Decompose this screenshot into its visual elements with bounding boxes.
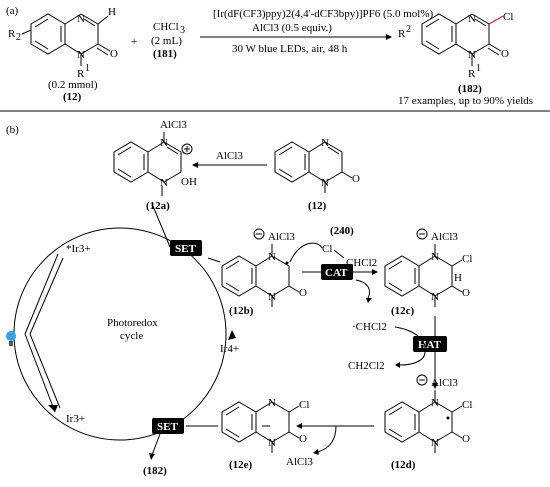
alcl3-release: AlCl3: [286, 456, 313, 468]
substrate-12: [274, 141, 353, 193]
chcl2-radical: ·CHCl2: [352, 321, 387, 333]
12e-cl: Cl: [299, 399, 309, 411]
id-12d: (12d): [391, 459, 416, 471]
id-12c: (12c): [391, 305, 415, 317]
240-chcl2: CHCl2: [346, 257, 377, 269]
reactant-r2-index: 2: [16, 32, 21, 43]
12e-o: O: [299, 433, 307, 445]
12c-n-bottom: N: [431, 291, 439, 303]
reactant-quinoxalinone: [21, 13, 111, 66]
intermediate-12a: [113, 132, 193, 183]
12e-n-bottom: N: [268, 437, 276, 449]
plus-sign: +: [131, 36, 137, 48]
blue-led-icon: [6, 331, 16, 346]
12e-n-top: N: [268, 397, 276, 409]
reactant-amount: (0.2 mmol): [48, 79, 98, 91]
catalyst-line: [Ir(dF(CF3)ppy)2(4,4'-dCF3bpy)]PF6 (5.0 …: [213, 8, 433, 20]
12b-n-top: N: [268, 251, 276, 263]
12d-n-top: N: [431, 397, 439, 409]
cat-box: [321, 264, 353, 280]
12-n-top: N: [321, 137, 329, 149]
12c-alcl3: AlCl3: [431, 231, 458, 243]
intermediate-12d: [384, 374, 463, 453]
12-o: O: [352, 173, 360, 185]
set-label-top: SET: [175, 243, 196, 255]
12b-o: O: [299, 287, 307, 299]
set-box-bottom: [152, 418, 184, 434]
ch2cl2: CH2Cl2: [348, 360, 385, 372]
product-quinoxalinone: [421, 13, 504, 66]
ir4: Ir4+: [220, 343, 239, 355]
12c-h: H: [454, 272, 462, 284]
set-box-top: [170, 240, 202, 256]
12a-n-top: N: [160, 137, 168, 149]
reagent-volume: (2 mL): [151, 35, 182, 47]
id-182: (182): [143, 465, 167, 477]
alcl3-top: AlCl3: [216, 150, 243, 162]
12d-alcl3: AlCl3: [431, 377, 458, 389]
reagent-formula: CHCl: [153, 21, 179, 33]
set-label-bottom: SET: [157, 421, 178, 433]
c-cl-bond: [488, 15, 504, 25]
cat-label: CAT: [325, 267, 348, 279]
cycle-line1: Photoredox: [107, 317, 158, 329]
reagent-id: (181): [153, 48, 177, 60]
product-cl-label: Cl: [503, 11, 513, 23]
12c-n-top: N: [431, 251, 439, 263]
reagent-formula-sub: 3: [180, 25, 185, 36]
reactant-n-bottom: N: [77, 49, 85, 61]
240-cl: Cl: [322, 243, 332, 255]
id-240: (240): [330, 225, 354, 237]
cycle-line2: cycle: [120, 330, 143, 342]
panel-b-label: (b): [6, 124, 19, 136]
12b-n-bottom: N: [268, 291, 276, 303]
12c-o: O: [462, 287, 470, 299]
12a-n-bottom: N: [160, 177, 168, 189]
panel-a-label: (a): [6, 5, 19, 17]
12d-n-bottom: N: [431, 437, 439, 449]
12d-cl: Cl: [462, 399, 472, 411]
curved-arrow: [289, 242, 323, 263]
product-r1-index: 1: [476, 63, 481, 74]
12b-alcl3: AlCl3: [268, 231, 295, 243]
product-r1-label: R: [468, 68, 476, 80]
reactant-o: O: [110, 48, 118, 60]
ir-excited: *Ir3+: [66, 243, 91, 255]
intermediate-12c: [384, 228, 463, 307]
reactant-r1-label: R: [77, 68, 85, 80]
product-n-bottom: N: [468, 49, 476, 61]
intermediate-12b: [221, 228, 300, 307]
12a-alcl3: AlCl3: [160, 119, 187, 131]
hat-label: HAT: [418, 339, 442, 351]
id-12a: (12a): [146, 200, 170, 212]
product-scope: 17 examples, up to 90% yields: [398, 95, 533, 107]
reactant-h-label: H: [108, 6, 116, 18]
id-12b: (12b): [229, 305, 254, 317]
ir3: Ir3+: [66, 413, 85, 425]
id-12: (12): [308, 200, 327, 212]
product-r2-label: R: [398, 28, 406, 40]
12-n-bottom: N: [321, 177, 329, 189]
product-n-top: N: [468, 13, 476, 25]
product-o: O: [501, 48, 509, 60]
reactant-id: (12): [63, 91, 82, 103]
12a-oh: OH: [181, 176, 197, 188]
id-12e: (12e): [229, 459, 253, 471]
product-id: (182): [458, 83, 482, 95]
12d-o: O: [462, 433, 470, 445]
12c-cl: Cl: [462, 253, 472, 265]
reactant-r1-index: 1: [85, 63, 90, 74]
reactant-n-top: N: [77, 13, 85, 25]
product-r2-index: 2: [406, 24, 411, 35]
conditions-line: 30 W blue LEDs, air, 48 h: [232, 43, 348, 55]
intermediate-12e: [221, 401, 300, 453]
additive-line: AlCl3 (0.5 equiv.): [252, 22, 332, 34]
reactant-r2-label: R: [8, 28, 16, 40]
